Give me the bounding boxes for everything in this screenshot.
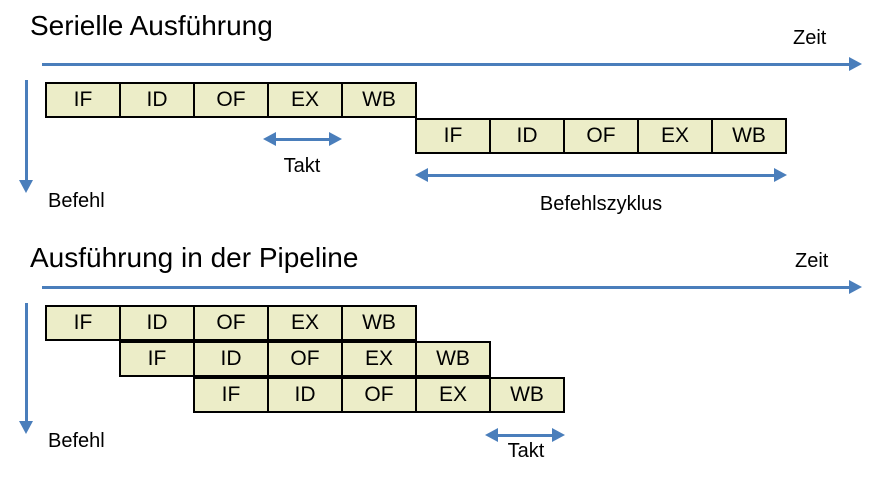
stage-box-ex: EX: [341, 341, 417, 377]
stage-box-of: OF: [341, 377, 417, 413]
stage-box-id: ID: [267, 377, 343, 413]
pipeline-section-title: Ausführung in der Pipeline: [30, 242, 359, 273]
stage-box-id: ID: [119, 82, 195, 118]
pipeline-instruction-label: Befehl: [48, 430, 105, 452]
pipeline-instruction-axis-line: [24, 303, 28, 425]
stage-box-wb: WB: [341, 305, 417, 341]
serial-clock-label: Takt: [283, 155, 321, 177]
stage-box-id: ID: [193, 341, 269, 377]
serial-instruction-label: Befehl: [48, 190, 105, 212]
stage-box-id: ID: [119, 305, 195, 341]
pipeline-time-label: Zeit: [795, 250, 829, 272]
pipeline-time-axis-arrow: [42, 280, 862, 294]
stage-box-if: IF: [45, 305, 121, 341]
stage-box-ex: EX: [267, 82, 343, 118]
stage-box-of: OF: [563, 118, 639, 154]
stage-box-ex: EX: [415, 377, 491, 413]
serial-clock-range-arrow: [263, 132, 342, 146]
stage-box-ex: EX: [637, 118, 713, 154]
serial-clock-range-line: [272, 137, 333, 141]
pipeline-clock-label: Takt: [507, 440, 545, 462]
stage-box-wb: WB: [415, 341, 491, 377]
stage-box-of: OF: [193, 305, 269, 341]
stage-box-of: OF: [267, 341, 343, 377]
instruction-cycle-range-line: [424, 173, 778, 177]
serial-instruction-axis-line: [24, 80, 28, 184]
stage-box-of: OF: [193, 82, 269, 118]
stage-box-ex: EX: [267, 305, 343, 341]
instruction-cycle-range-arrow: [415, 168, 787, 182]
serial-section-title: Serielle Ausführung: [30, 10, 273, 41]
instruction-cycle-label: Befehlszyklus: [539, 193, 663, 215]
pipeline-clock-range-line: [494, 433, 556, 437]
serial-time-axis-arrow: [42, 57, 862, 71]
pipeline-instruction-axis-arrow: [19, 303, 33, 434]
stage-box-wb: WB: [489, 377, 565, 413]
stage-box-if: IF: [45, 82, 121, 118]
pipeline-time-axis-line: [42, 285, 853, 289]
serial-time-axis-line: [42, 62, 853, 66]
serial-time-label: Zeit: [793, 27, 827, 49]
stage-box-if: IF: [415, 118, 491, 154]
stage-box-wb: WB: [711, 118, 787, 154]
stage-box-if: IF: [193, 377, 269, 413]
pipeline-clock-range-arrow: [485, 428, 565, 442]
serial-instruction-axis-arrow: [19, 80, 33, 193]
stage-box-wb: WB: [341, 82, 417, 118]
stage-box-if: IF: [119, 341, 195, 377]
stage-box-id: ID: [489, 118, 565, 154]
